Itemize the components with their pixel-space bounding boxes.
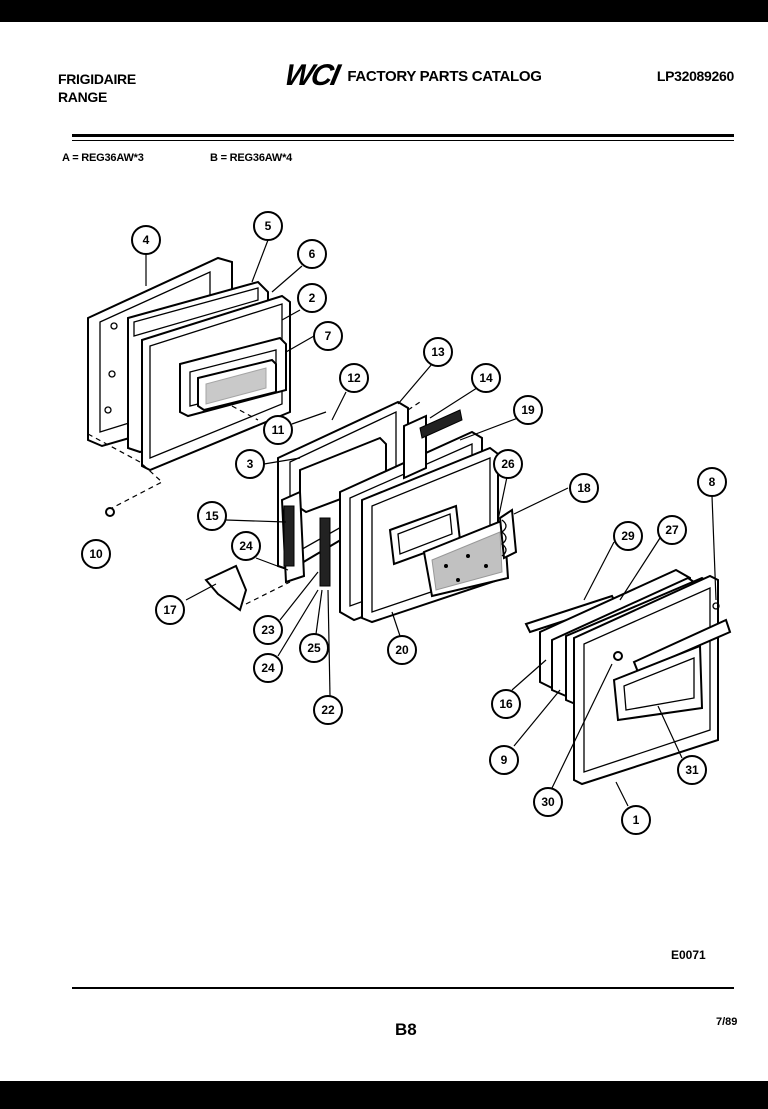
callout-23: 23 — [253, 615, 283, 645]
door-window — [612, 644, 704, 722]
catalog-header: WCI FACTORY PARTS CATALOG — [282, 59, 542, 92]
callout-label: 27 — [665, 523, 679, 537]
callout-label: 29 — [621, 529, 635, 543]
model-a-label: A = REG36AW*3 — [62, 152, 144, 164]
callout-24: 24 — [231, 531, 261, 561]
drawing-code: E0071 — [671, 948, 706, 962]
callout-label: 24 — [239, 539, 253, 553]
callout-24b: 24 — [253, 653, 283, 683]
hinge-bracket — [403, 414, 427, 480]
brand-name: FRIGIDAIRE — [58, 71, 136, 87]
callout-11: 11 — [263, 415, 293, 445]
bottom-black-bar — [0, 1081, 768, 1109]
callout-14: 14 — [471, 363, 501, 393]
callout-label: 3 — [247, 457, 254, 471]
callout-19: 19 — [513, 395, 543, 425]
lower-door-assembly — [524, 568, 732, 786]
callout-4: 4 — [131, 225, 161, 255]
callout-label: 30 — [541, 795, 555, 809]
callout-label: 20 — [395, 643, 409, 657]
top-black-bar — [0, 0, 768, 22]
callout-5: 5 — [253, 211, 283, 241]
callout-label: 10 — [89, 547, 103, 561]
callout-22: 22 — [313, 695, 343, 725]
callout-label: 19 — [521, 403, 535, 417]
callout-label: 8 — [709, 475, 716, 489]
door-handle — [632, 618, 732, 674]
part-number: LP32089260 — [656, 68, 734, 84]
callout-label: 14 — [479, 371, 493, 385]
hinge-arm — [204, 564, 248, 612]
callout-label: 2 — [309, 291, 316, 305]
hinge-right — [319, 517, 331, 587]
callout-label: 23 — [261, 623, 275, 637]
callout-27: 27 — [657, 515, 687, 545]
callout-20: 20 — [387, 635, 417, 665]
callout-2: 2 — [297, 283, 327, 313]
callout-label: 13 — [431, 345, 445, 359]
callout-25: 25 — [299, 633, 329, 663]
callout-13: 13 — [423, 337, 453, 367]
callout-label: 25 — [307, 641, 321, 655]
callout-16: 16 — [491, 689, 521, 719]
page-number: B8 — [395, 1020, 417, 1039]
callout-1: 1 — [621, 805, 651, 835]
callout-label: 17 — [163, 603, 177, 617]
callout-29: 29 — [613, 521, 643, 551]
callout-label: 31 — [685, 763, 699, 777]
callout-label: 7 — [325, 329, 332, 343]
catalog-title: FACTORY PARTS CATALOG — [347, 67, 542, 85]
hinge-left — [283, 505, 295, 567]
callout-12: 12 — [339, 363, 369, 393]
callout-label: 26 — [501, 457, 515, 471]
callout-6: 6 — [297, 239, 327, 269]
callout-label: 15 — [205, 509, 219, 523]
callout-label: 4 — [143, 233, 150, 247]
footer-rule — [72, 987, 734, 989]
header-rule-thin — [72, 140, 734, 141]
model-b-label: B = REG36AW*4 — [210, 152, 293, 164]
callout-15: 15 — [197, 501, 227, 531]
leader-lines — [145, 239, 717, 807]
callout-18: 18 — [569, 473, 599, 503]
brand-block: FRIGIDAIRE RANGE — [58, 70, 136, 106]
callout-9: 9 — [489, 745, 519, 775]
callout-26: 26 — [493, 449, 523, 479]
callout-7: 7 — [313, 321, 343, 351]
header-rule-thick — [72, 134, 734, 137]
callout-label: 11 — [272, 423, 285, 437]
callout-label: 9 — [501, 753, 508, 767]
callout-label: 1 — [633, 813, 640, 827]
upper-door-assembly — [87, 256, 291, 509]
middle-door-assembly — [105, 400, 518, 624]
callout-label: 22 — [321, 703, 335, 717]
callout-label: 24 — [261, 661, 275, 675]
callout-10: 10 — [81, 539, 111, 569]
callout-17: 17 — [155, 595, 185, 625]
callout-31: 31 — [677, 755, 707, 785]
spring — [498, 508, 518, 560]
callout-label: 12 — [347, 371, 361, 385]
product-type: RANGE — [58, 89, 108, 105]
callout-label: 16 — [499, 697, 513, 711]
insulation-pad — [422, 518, 510, 598]
callout-label: 5 — [265, 219, 272, 233]
screw — [105, 507, 115, 517]
print-date: 7/89 — [716, 1016, 738, 1028]
callout-label: 18 — [577, 481, 591, 495]
callout-8: 8 — [697, 467, 727, 497]
callout-label: 6 — [309, 247, 316, 261]
callout-3: 3 — [235, 449, 265, 479]
callout-30: 30 — [533, 787, 563, 817]
